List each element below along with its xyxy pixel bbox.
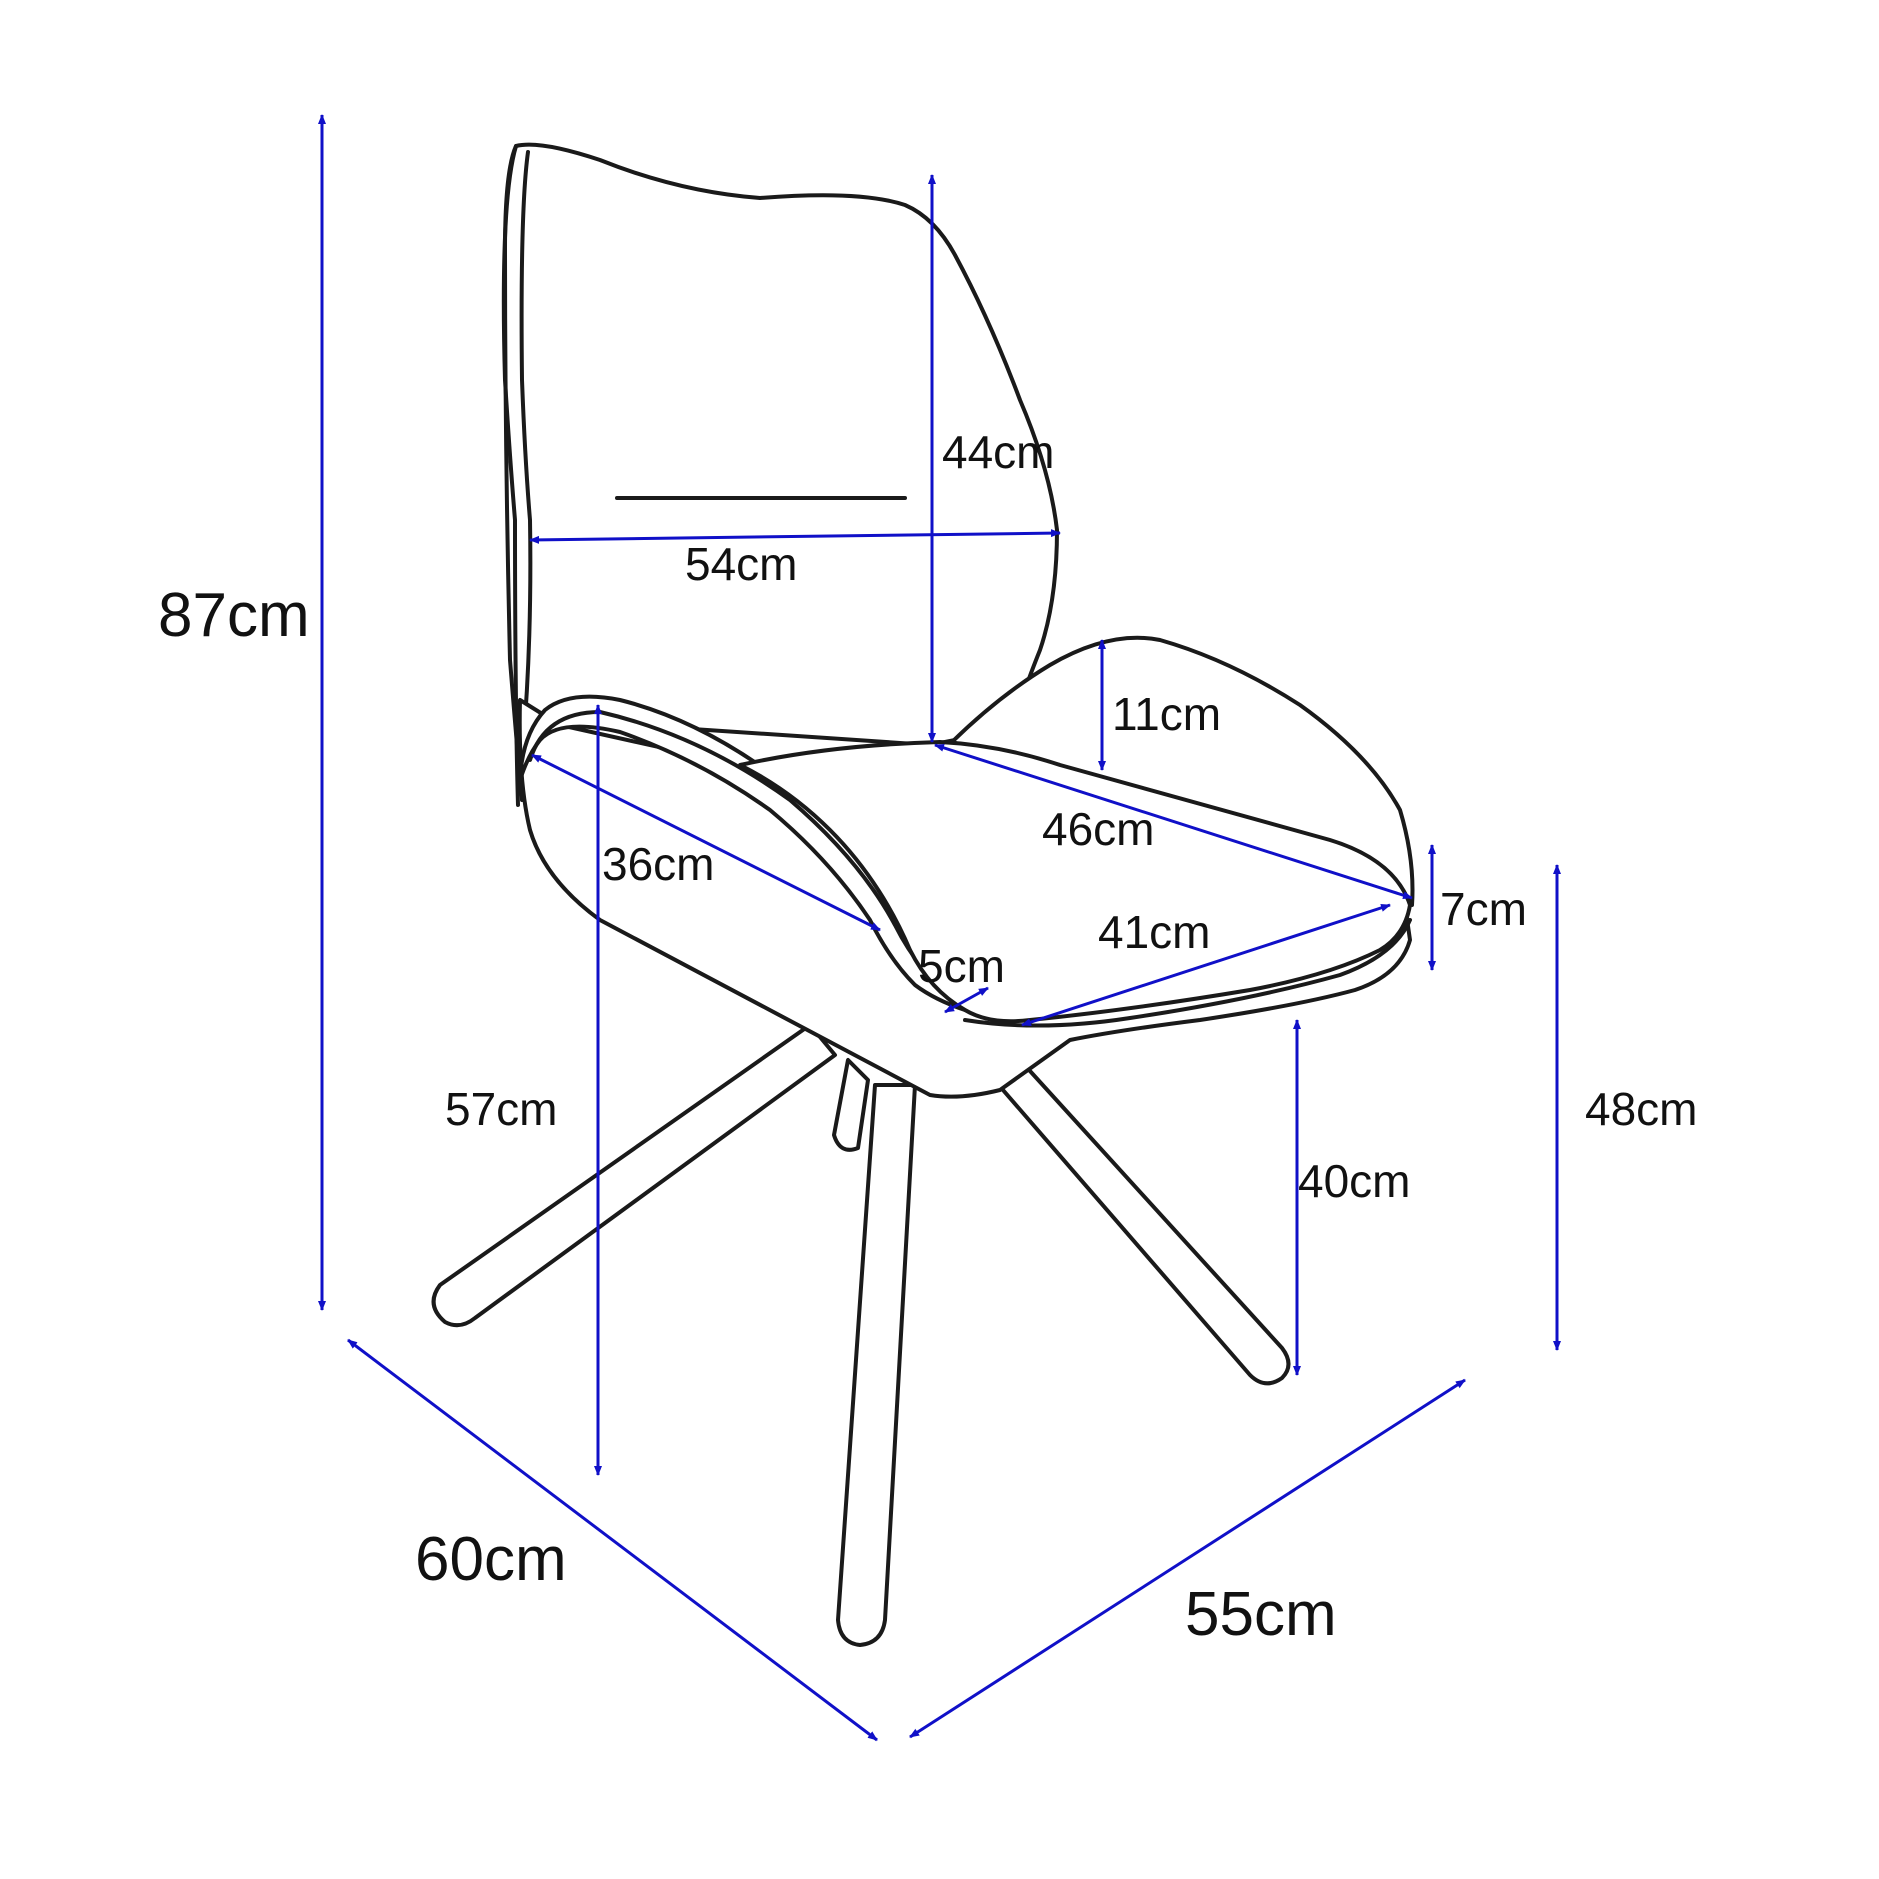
leg-front-center [836, 1083, 917, 1647]
label-seat-floor-height: 48cm [1585, 1083, 1697, 1135]
label-armrest-floor-height: 57cm [445, 1083, 557, 1135]
dim-line-5 [944, 986, 989, 1014]
label-width: 55cm [1185, 1580, 1337, 1649]
label-seat-depth-right: 46cm [1042, 803, 1154, 855]
dim-line-60 [347, 1338, 878, 1742]
dim-line-41 [1021, 903, 1391, 1027]
label-seat-depth-left: 36cm [602, 838, 714, 890]
dim-line-55 [909, 1378, 1466, 1739]
leg-front-right [988, 1058, 1291, 1386]
dim-line-54 [529, 529, 1061, 544]
label-armrest-height: 11cm [1112, 688, 1221, 740]
label-overall-height: 87cm [158, 581, 310, 650]
label-seat-front-width: 41cm [1098, 906, 1210, 958]
dim-line-36 [531, 753, 881, 932]
label-seat-edge-thickness: 7cm [1440, 883, 1527, 935]
label-back-height: 44cm [942, 426, 1054, 478]
label-depth: 60cm [415, 1525, 567, 1594]
dimension-labels: 87cm 44cm 54cm 11cm 46cm 36cm 7cm 41cm 5… [158, 426, 1697, 1649]
leg-front-left [431, 1023, 837, 1328]
leg-back-stub [832, 1058, 870, 1152]
backrest-edge-inner [519, 150, 533, 747]
label-back-width: 54cm [685, 538, 797, 590]
backrest-edge [501, 144, 520, 807]
label-piping: 5cm [918, 940, 1005, 992]
backrest [503, 142, 1059, 802]
dim-line-46 [934, 743, 1413, 900]
label-seat-base-height: 40cm [1298, 1155, 1410, 1207]
dimension-lines [318, 114, 1561, 1742]
